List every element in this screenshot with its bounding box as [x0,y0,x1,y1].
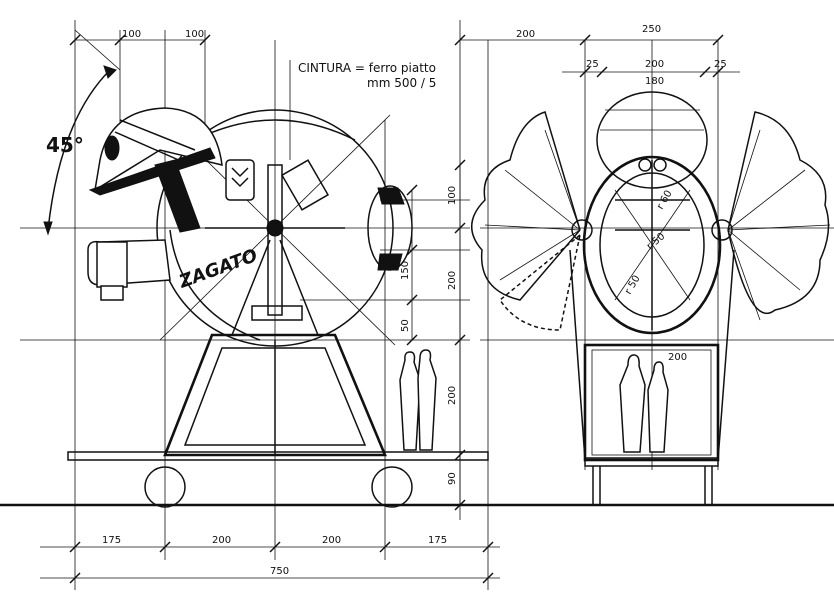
dim-b-200b: 200 [322,535,341,546]
dims-vertical: 100 150 50 200 200 90 [400,159,466,511]
head-front [571,91,733,335]
helmet-logo: ZAGATO [176,245,261,293]
wing-left [471,111,581,331]
people-silhouettes-right [619,354,669,453]
side-ring [367,185,413,271]
dim-b-175a: 175 [102,535,121,546]
dim-v-150: 150 [400,261,411,280]
hand-with-cup [87,239,171,301]
dims-top-right: 200 250 25 200 180 25 [454,24,740,87]
dim-v-200b: 200 [447,386,458,405]
helmet-drawing [88,107,255,233]
dims-top-left: 100 100 [69,29,211,46]
radius-label-3: r 50 [623,274,643,297]
dim-b-175b: 175 [428,535,447,546]
dim-right-25b: 25 [714,59,727,70]
stand-left [67,239,489,508]
dim-v-90: 90 [447,472,458,485]
wheel-right [371,466,413,508]
dim-b-200a: 200 [212,535,231,546]
dim-top-left-1: 100 [122,29,141,40]
dim-right-25a: 25 [586,59,599,70]
wing-right [727,111,831,321]
dim-right-200: 200 [516,29,535,40]
dim-right-180: 180 [645,76,664,87]
dim-v-200a: 200 [447,271,458,290]
radius-label-2: r 50 [645,231,667,252]
angle-label: 45° [46,133,84,157]
stand-right [569,249,735,505]
annotation-line1: CINTURA = ferro piatto [298,61,436,75]
dim-right-200-inner: 200 [645,59,664,70]
dim-total-750: 750 [270,566,289,577]
dim-v-50: 50 [400,319,411,332]
wheel-left [144,466,186,508]
dims-bottom: 175 200 200 175 750 [40,535,500,584]
annotation-line2: mm 500 / 5 [367,76,436,90]
angle-indicator: 45° [43,29,121,236]
dim-top-left-2: 100 [185,29,204,40]
dim-right-250: 250 [642,24,661,35]
side-label: 200 [668,352,687,363]
people-silhouettes-left [399,349,437,451]
dim-v-100: 100 [447,186,458,205]
